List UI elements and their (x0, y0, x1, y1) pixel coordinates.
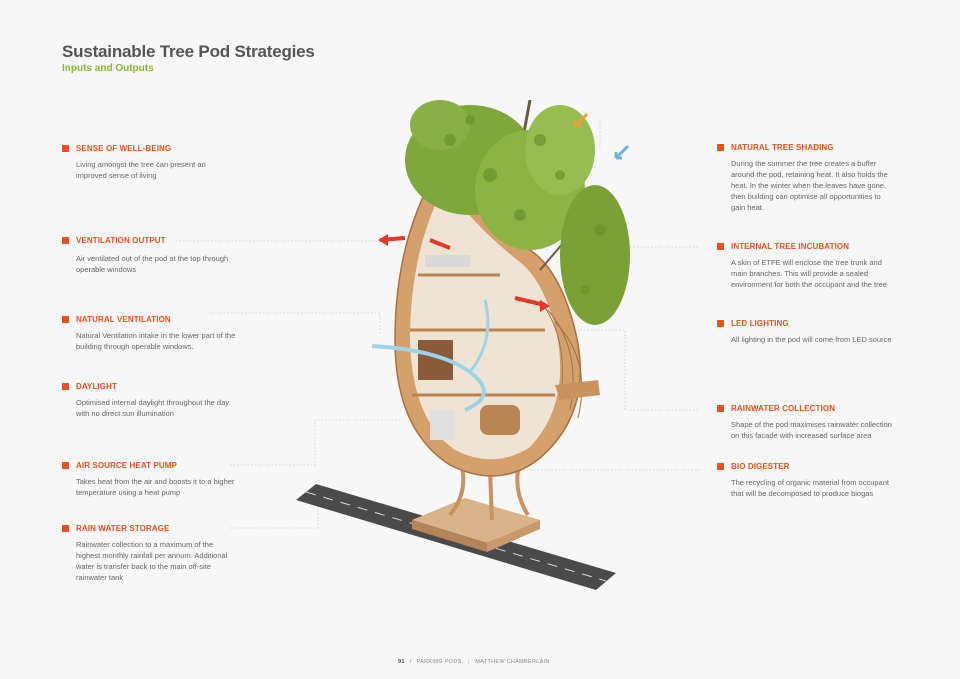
bullet-square-icon (717, 405, 724, 412)
strategy-description: Natural Ventilation intake in the lower … (76, 331, 236, 351)
strategy-description: Shape of the pod maximises rainwater col… (731, 420, 892, 440)
strategy-heading: AIR SOURCE HEAT PUMP (76, 461, 177, 470)
strategy-heading: LED LIGHTING (731, 319, 789, 328)
strategy-description: The recycling of organic material from o… (731, 478, 889, 498)
bullet-square-icon (62, 316, 69, 323)
bullet-square-icon (717, 144, 724, 151)
strategy-rain-water-storage: RAIN WATER STORAGE Rainwater collection … (62, 524, 237, 583)
bullet-square-icon (62, 145, 69, 152)
page-number: 91 (398, 659, 405, 665)
bullet-square-icon (62, 237, 69, 244)
strategy-natural-ventilation: NATURAL VENTILATION Natural Ventilation … (62, 315, 237, 352)
page-title: Sustainable Tree Pod Strategies (62, 42, 315, 61)
bullet-square-icon (62, 383, 69, 390)
strategy-heading: INTERNAL TREE INCUBATION (731, 242, 850, 251)
strategy-description: Living amongst the tree can present an i… (76, 160, 206, 180)
page-footer: 91 / PARKING PODS | MATTHEW CHAMBERLAIN (398, 659, 550, 665)
strategy-heading: DAYLIGHT (76, 382, 117, 391)
strategy-rainwater-collection: RAINWATER COLLECTION Shape of the pod ma… (717, 404, 892, 441)
strategy-description: Takes heat from the air and boosts it to… (76, 477, 235, 497)
strategy-internal-tree-incubation: INTERNAL TREE INCUBATION A skin of ETFE … (717, 242, 892, 290)
leader-lines (176, 120, 700, 529)
strategy-sense-of-well-being: SENSE OF WELL-BEING Living amongst the t… (62, 144, 237, 181)
footer-divider: | (467, 659, 470, 665)
tree-foliage (405, 99, 630, 325)
bullet-square-icon (62, 462, 69, 469)
strategy-heading: RAINWATER COLLECTION (731, 404, 836, 413)
pod-base (412, 498, 540, 552)
strategy-heading: RAIN WATER STORAGE (76, 524, 170, 533)
strategy-description: Air ventilated out of the pod at the top… (76, 254, 229, 274)
ventilation-arrows (371, 234, 550, 412)
bullet-square-icon (717, 320, 724, 327)
strategy-description: Rainwater collection to a maximum of the… (76, 540, 228, 582)
strategy-natural-tree-shading: NATURAL TREE SHADING During the summer t… (717, 143, 892, 213)
strategy-description: Optimised internal daylight throughout t… (76, 398, 230, 418)
bullet-square-icon (62, 525, 69, 532)
strategy-led-lighting: LED LIGHTING All lighting in the pod wil… (717, 319, 892, 345)
strategy-heading: BIO DIGESTER (731, 462, 790, 471)
strategy-air-source-heat-pump: AIR SOURCE HEAT PUMP Takes heat from the… (62, 461, 237, 498)
page-subtitle: Inputs and Outputs (62, 63, 154, 74)
strategy-description: During the summer the tree creates a buf… (731, 159, 888, 212)
sun-arrows (573, 112, 630, 160)
strategy-heading: NATURAL TREE SHADING (731, 143, 834, 152)
strategy-heading: SENSE OF WELL-BEING (76, 144, 172, 153)
bullet-square-icon (717, 463, 724, 470)
strategy-description: A skin of ETFE will enclose the tree tru… (731, 258, 887, 289)
footer-author: MATTHEW CHAMBERLAIN (475, 659, 550, 665)
footer-section: PARKING PODS (416, 659, 462, 665)
strategy-heading: VENTILATION OUTPUT (76, 236, 166, 245)
strategy-daylight: DAYLIGHT Optimised internal daylight thr… (62, 382, 237, 419)
strategy-ventilation-output: VENTILATION OUTPUT Air ventilated out of… (62, 236, 237, 275)
bullet-square-icon (717, 243, 724, 250)
strategy-description: All lighting in the pod will come from L… (731, 335, 892, 344)
strategy-heading: NATURAL VENTILATION (76, 315, 171, 324)
strategy-bio-digester: BIO DIGESTER The recycling of organic ma… (717, 462, 892, 499)
footer-slash: / (409, 659, 412, 665)
